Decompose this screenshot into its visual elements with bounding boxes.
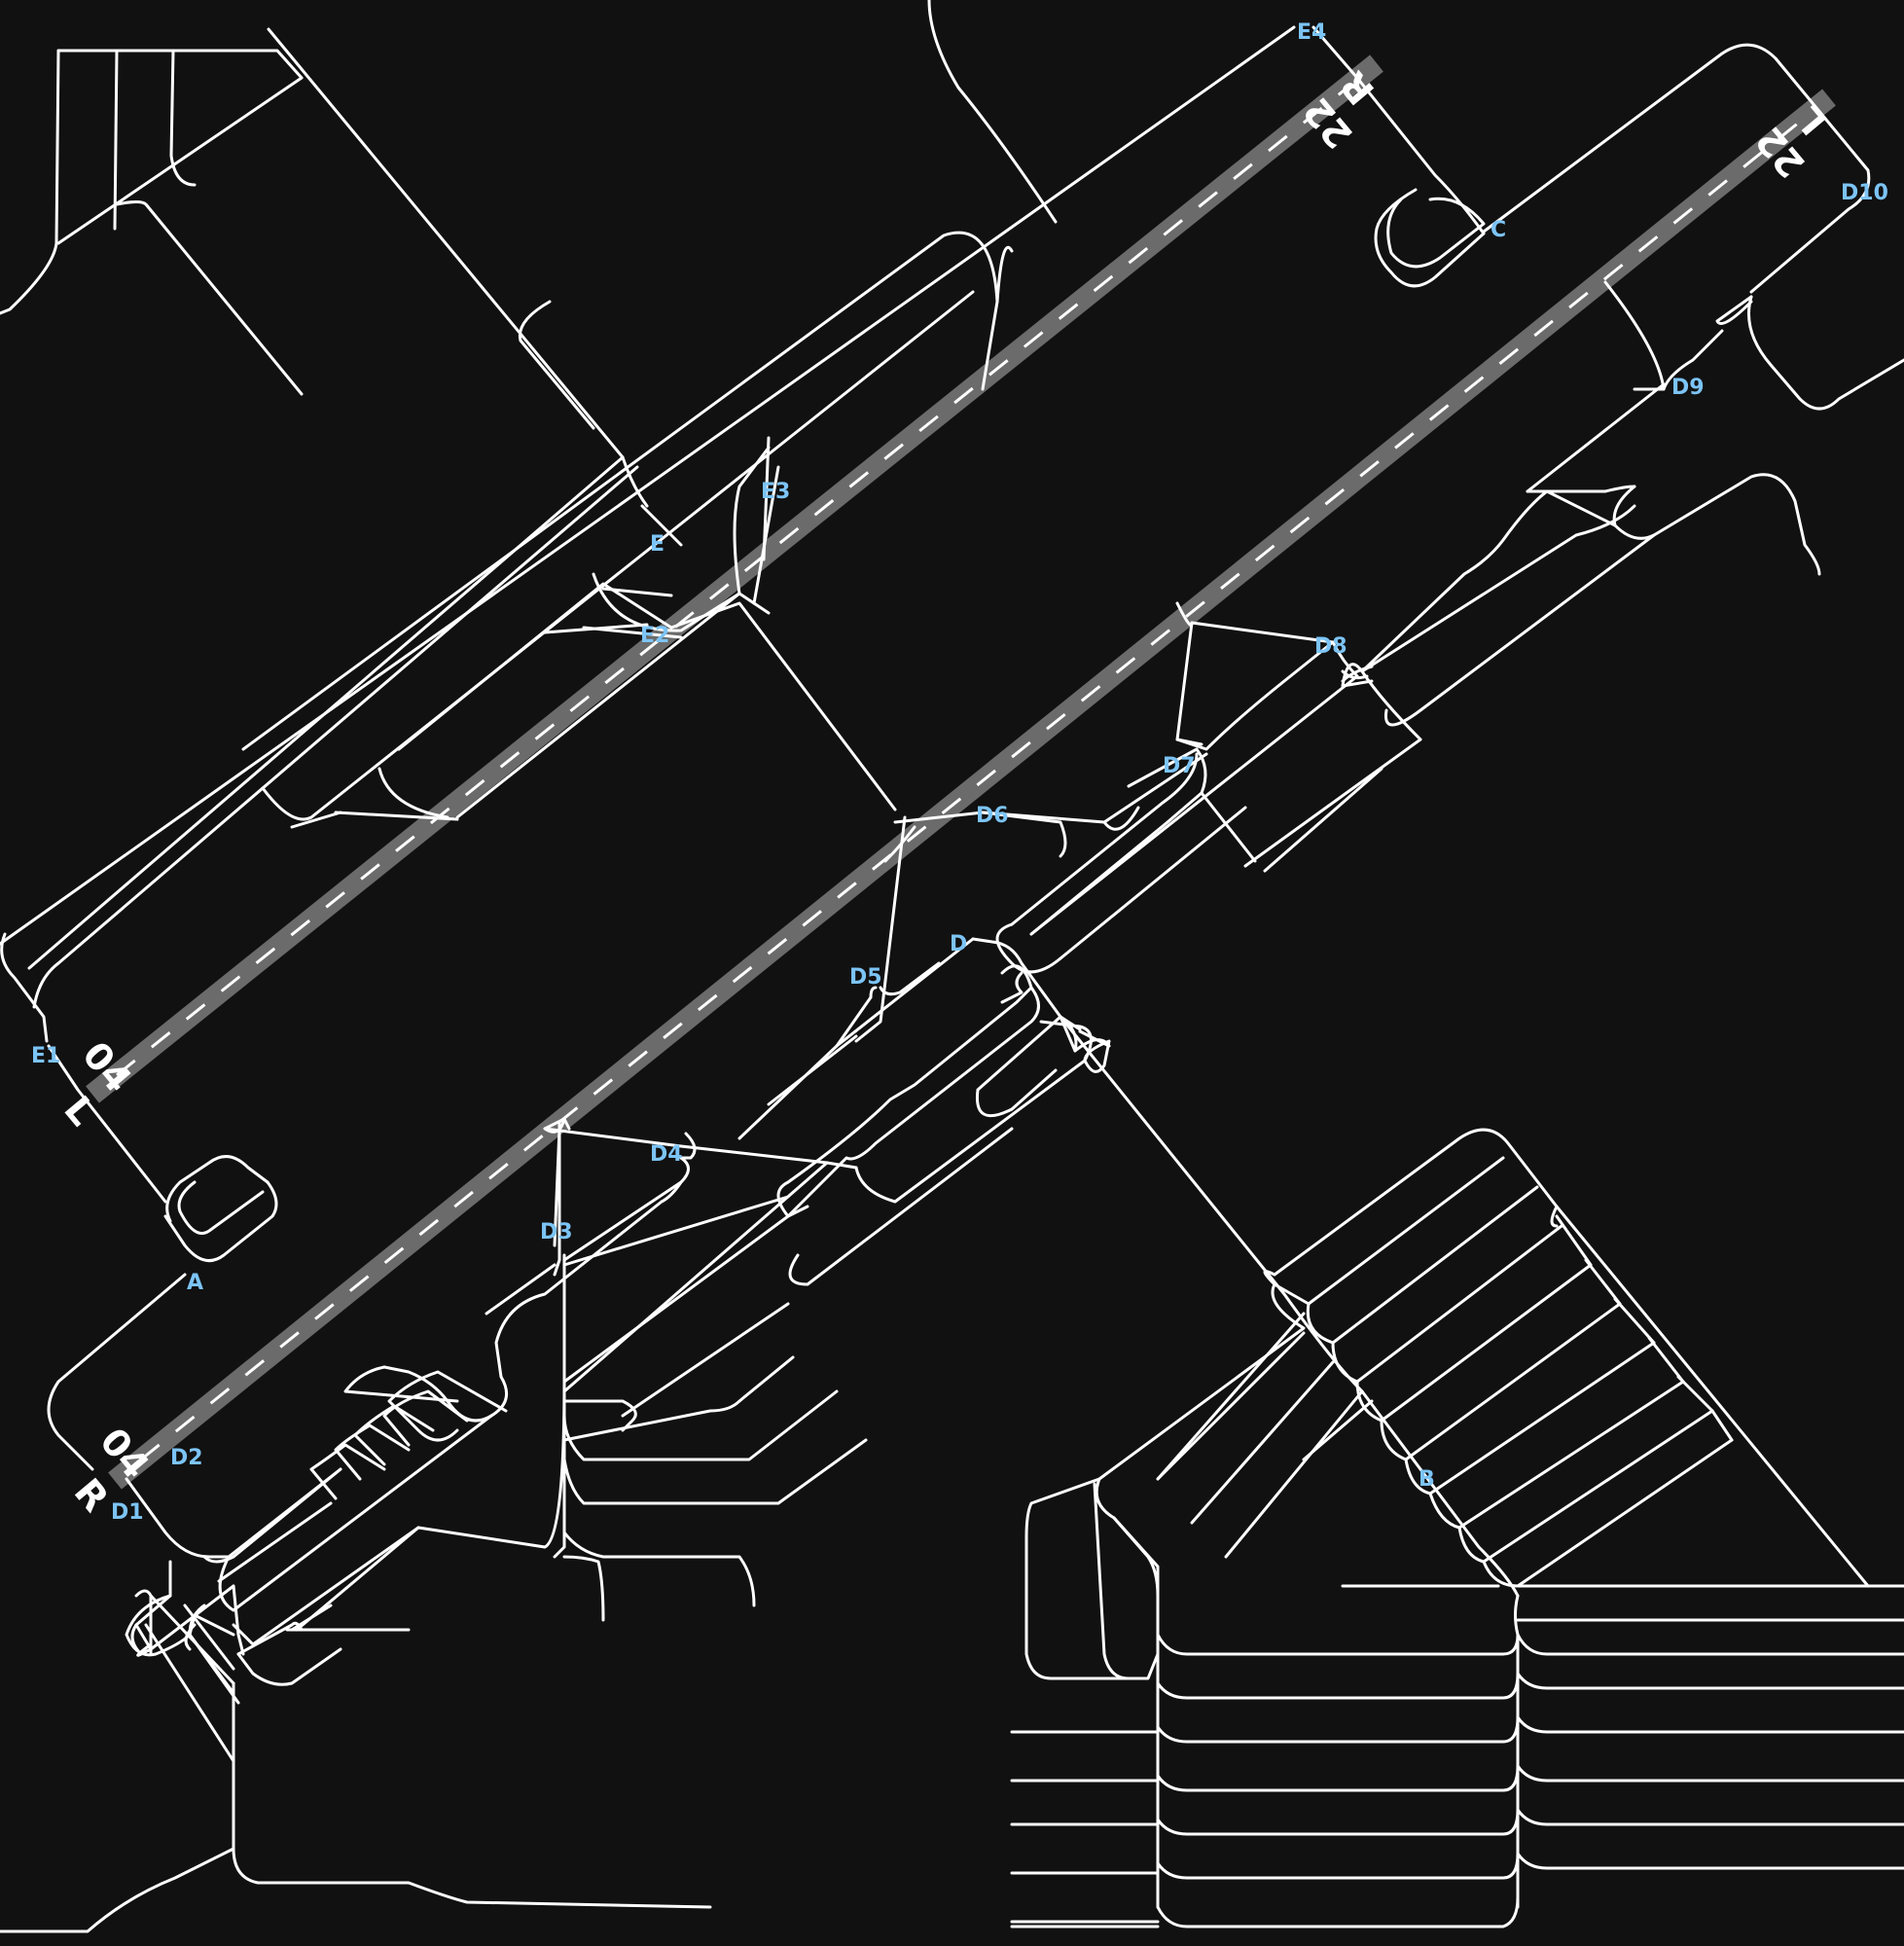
taxiway-label-d4: D4 bbox=[650, 1142, 683, 1167]
taxiway-label-e4: E4 bbox=[1297, 20, 1326, 45]
runway-04l-22r bbox=[86, 54, 1383, 1103]
taxiway-label-d2: D2 bbox=[170, 1446, 203, 1470]
taxiway-label-d6: D6 bbox=[976, 804, 1009, 828]
taxiway-label-e3: E3 bbox=[761, 480, 790, 504]
taxiway-labels: E4 C D10 D9 E3 E E2 D8 D7 D6 D D5 E1 D4 … bbox=[31, 20, 1888, 1525]
taxiway-label-e2: E2 bbox=[640, 624, 669, 648]
taxiway-label-d5: D5 bbox=[849, 965, 882, 990]
runway-04l-22r-centerline bbox=[116, 86, 1348, 1077]
taxiway-label-e1: E1 bbox=[31, 1044, 60, 1068]
taxiway-label-c: C bbox=[1491, 218, 1506, 242]
taxiway-label-d9: D9 bbox=[1671, 376, 1705, 400]
taxiway-label-d: D bbox=[950, 932, 967, 956]
runway-04r-side: R bbox=[66, 1470, 118, 1520]
taxiway-label-e: E bbox=[650, 532, 665, 557]
taxiway-label-d1: D1 bbox=[111, 1500, 144, 1525]
taxiway-label-d8: D8 bbox=[1314, 634, 1347, 659]
taxiway-label-a: A bbox=[187, 1271, 203, 1295]
taxiway-label-d3: D3 bbox=[540, 1220, 573, 1244]
taxiway-label-b: B bbox=[1419, 1467, 1435, 1492]
taxiway-label-d10: D10 bbox=[1841, 181, 1888, 205]
runway-04l-number: 04 bbox=[74, 1033, 140, 1100]
runway-surfaces bbox=[86, 54, 1836, 1490]
taxiway-label-d7: D7 bbox=[1163, 754, 1196, 778]
